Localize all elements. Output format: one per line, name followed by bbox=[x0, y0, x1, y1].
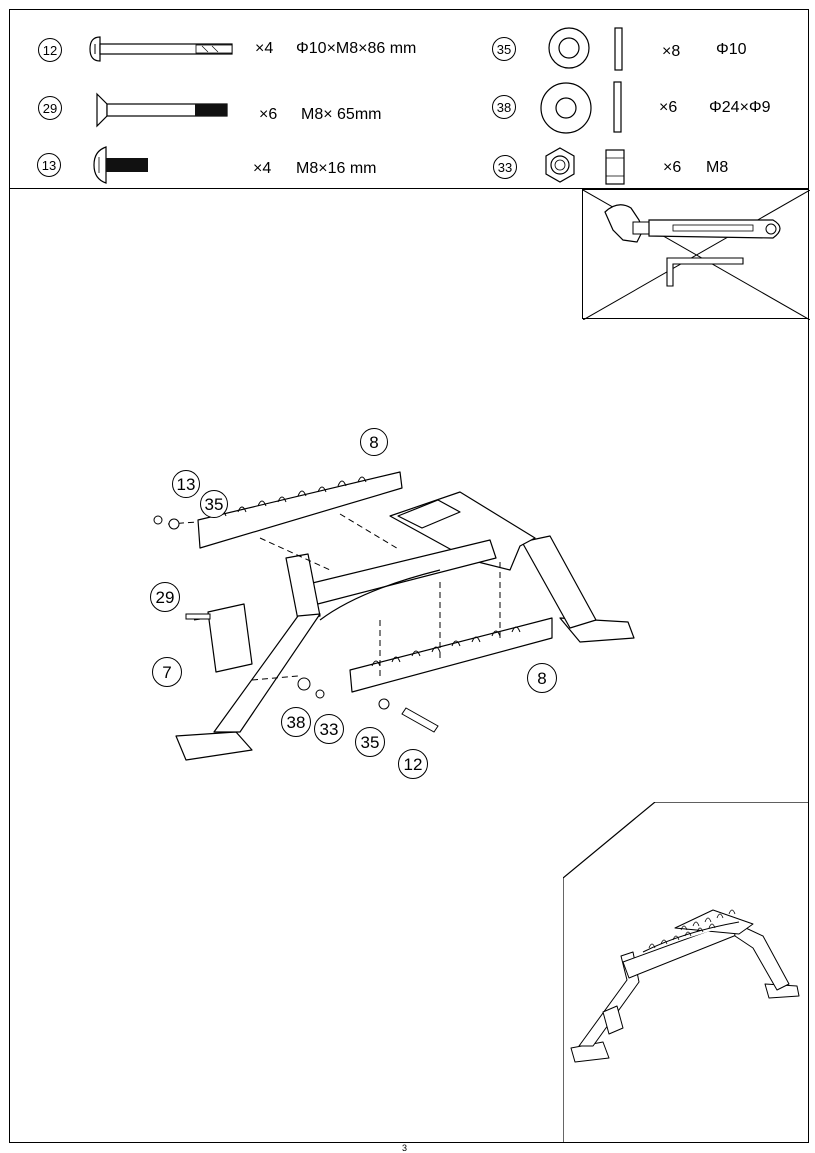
arc-brace bbox=[319, 569, 441, 621]
rack-8-lower bbox=[349, 617, 553, 693]
callout-part-29: 29 bbox=[150, 582, 180, 612]
tools-not-included-box bbox=[582, 189, 810, 320]
part-spec: Φ24×Φ9 bbox=[709, 99, 771, 116]
part-qty: ×4 bbox=[253, 160, 272, 177]
bolt-29-marker bbox=[185, 613, 211, 620]
flat-washer-icon bbox=[548, 27, 623, 71]
pin-bolt-icon bbox=[89, 36, 233, 62]
callout-part-38: 38 bbox=[281, 707, 311, 737]
part-number-badge: 29 bbox=[38, 96, 62, 120]
washer-35-marker bbox=[168, 518, 180, 530]
front-foot-plate bbox=[175, 731, 253, 761]
washer-38-marker bbox=[297, 677, 311, 691]
button-head-bolt-icon bbox=[93, 146, 148, 184]
part-spec: M8×16 mm bbox=[296, 160, 377, 177]
part-spec: M8 bbox=[706, 159, 729, 176]
pin-12-marker bbox=[401, 707, 439, 733]
part-qty: ×6 bbox=[659, 99, 678, 116]
tools-crossed-out bbox=[583, 190, 810, 320]
rear-leg bbox=[521, 535, 597, 629]
allen-key-icon bbox=[666, 257, 744, 287]
part-qty: ×8 bbox=[662, 43, 681, 60]
main-crossbar bbox=[299, 539, 497, 607]
callout-part-8-upper: 8 bbox=[360, 428, 388, 456]
callout-part-33: 33 bbox=[314, 714, 344, 744]
part-qty: ×4 bbox=[255, 40, 274, 57]
part-spec: M8× 65mm bbox=[301, 106, 382, 123]
callout-part-12: 12 bbox=[398, 749, 428, 779]
assembled-preview-panel bbox=[563, 802, 809, 1143]
large-washer-icon bbox=[540, 81, 622, 134]
callout-part-7: 7 bbox=[152, 657, 182, 687]
page-frame bbox=[9, 9, 809, 1143]
front-leg bbox=[213, 613, 321, 733]
assembly-exploded-view bbox=[153, 471, 635, 761]
part-number-badge: 13 bbox=[37, 153, 61, 177]
adjustable-wrench-icon bbox=[604, 204, 781, 243]
callout-part-8-lower: 8 bbox=[527, 663, 557, 693]
part-number-badge: 35 bbox=[492, 37, 516, 61]
callout-part-35-upper: 35 bbox=[200, 490, 228, 518]
page-number: 3 bbox=[402, 1143, 408, 1153]
rack-8-upper bbox=[197, 471, 403, 549]
part-number-badge: 33 bbox=[493, 155, 517, 179]
part-number-badge: 38 bbox=[492, 95, 516, 119]
nut-33-marker bbox=[315, 689, 325, 699]
rear-handle bbox=[397, 499, 461, 529]
part-qty: ×6 bbox=[259, 106, 278, 123]
hardware-list bbox=[9, 9, 809, 189]
front-post bbox=[285, 553, 321, 621]
assembled-preview-image bbox=[563, 802, 809, 1143]
part-qty: ×6 bbox=[663, 159, 682, 176]
washer-35-lower-marker bbox=[378, 698, 390, 710]
countersunk-bolt-icon bbox=[96, 92, 228, 128]
callout-part-13: 13 bbox=[172, 470, 200, 498]
bolt-13-marker bbox=[153, 515, 163, 525]
hex-nut-icon bbox=[545, 147, 625, 185]
callout-part-35-lower: 35 bbox=[355, 727, 385, 757]
part-number-badge: 12 bbox=[38, 38, 62, 62]
part-spec: Φ10×M8×86 mm bbox=[296, 40, 417, 57]
bracket-7 bbox=[207, 603, 253, 673]
part-spec: Φ10 bbox=[716, 41, 747, 58]
